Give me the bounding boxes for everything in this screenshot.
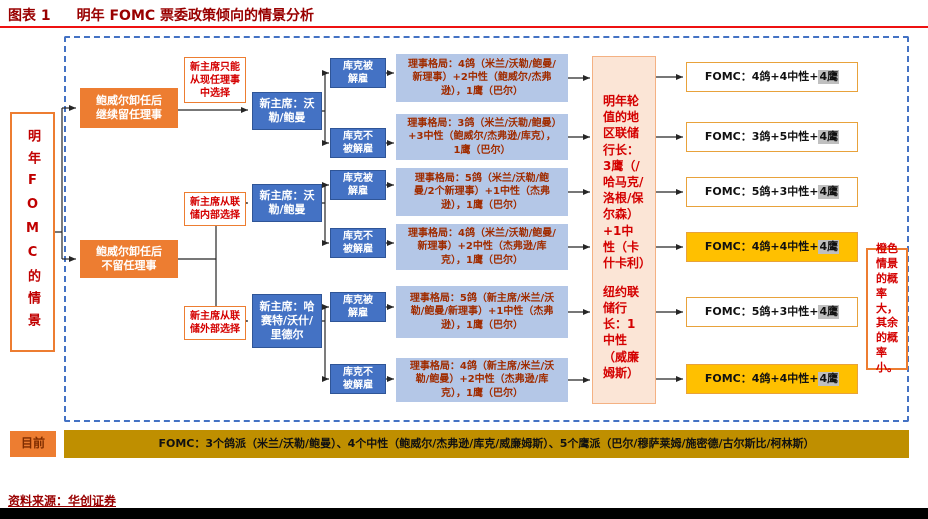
board-scenario-6: 理事格局：4鸽（新主席/米兰/沃勒/鲍曼）+2中性（杰弗逊/库克），1鹰（巴尔） <box>396 358 568 402</box>
source-note: 资料来源：华创证券 <box>8 494 117 508</box>
fomc-result-text: FOMC：5鸽+3中性+ <box>704 304 819 318</box>
fomc-result-5: FOMC：5鸽+3中性+4鹰 <box>686 297 858 327</box>
board-scenario-5: 理事格局：5鸽（新主席/米兰/沃勒/鲍曼/新理事）+1中性（杰弗逊），1鹰（巴尔… <box>396 286 568 338</box>
bottom-black-strip <box>0 508 928 519</box>
probability-note: 橙色情景的概率大，其余的概率小。 <box>866 242 908 374</box>
current-fomc-status-bar: FOMC：3个鸽派（米兰/沃勒/鲍曼）、4个中性（鲍威尔/杰弗逊/库克/威廉姆斯… <box>64 430 909 458</box>
title-rule <box>0 26 928 28</box>
hawk-count-chip: 4鹰 <box>818 69 840 85</box>
board-scenario-1: 理事格局：4鸽（米兰/沃勒/鲍曼/新理事）+2中性（鲍威尔/杰弗逊），1鹰（巴尔… <box>396 54 568 102</box>
fomc-result-text: FOMC：4鸽+4中性+ <box>704 239 819 253</box>
hawk-count-chip: 4鹰 <box>818 184 840 200</box>
new-york-fed-president: 纽约联储行长：1中性（威廉姆斯） <box>603 284 640 380</box>
fomc-result-text: FOMC：3鸽+5中性+ <box>704 129 819 143</box>
hawk-count-chip: 4鹰 <box>818 371 840 387</box>
branch-powell-leaves-board: 鲍威尔卸任后不留任理事 <box>80 240 178 278</box>
fomc-result-4-highlighted: FOMC：4鸽+4中性+4鹰 <box>686 232 858 262</box>
fomc-result-6-highlighted: FOMC：4鸽+4中性+4鹰 <box>686 364 858 394</box>
cook-not-fired-1: 库克不被解雇 <box>330 128 386 158</box>
chair-waller-bowman-2: 新主席：沃勒/鲍曼 <box>252 184 322 222</box>
regional-fed-box: 明年轮值的地区联储行长：3鹰（/哈马克/洛根/保尔森）+1中性（卡什卡利） 纽约… <box>592 56 656 404</box>
left-axis-label: 明年FOMC的情景 <box>10 112 55 352</box>
fomc-result-text: FOMC：5鸽+3中性+ <box>704 184 819 198</box>
figure-label: 图表 1 <box>8 8 51 24</box>
board-scenario-4: 理事格局：4鸽（米兰/沃勒/鲍曼/新理事）+2中性（杰弗逊/库克），1鹰（巴尔） <box>396 224 568 270</box>
fomc-result-1: FOMC：4鸽+4中性+4鹰 <box>686 62 858 92</box>
cook-fired-1: 库克被解雇 <box>330 58 386 88</box>
fomc-result-2: FOMC：3鸽+5中性+4鹰 <box>686 122 858 152</box>
fomc-result-text: FOMC：4鸽+4中性+ <box>704 371 819 385</box>
fomc-result-3: FOMC：5鸽+3中性+4鹰 <box>686 177 858 207</box>
figure-header: 图表 1 明年 FOMC 票委政策倾向的情景分析 <box>8 5 314 25</box>
hawk-count-chip: 4鹰 <box>818 129 840 145</box>
cook-not-fired-3: 库克不被解雇 <box>330 364 386 394</box>
figure-title: 明年 FOMC 票委政策倾向的情景分析 <box>76 8 315 24</box>
fomc-result-text: FOMC：4鸽+4中性+ <box>704 69 819 83</box>
cook-fired-2: 库克被解雇 <box>330 170 386 200</box>
selector-chair-external: 新主席从联储外部选择 <box>184 306 246 340</box>
chair-external-candidates: 新主席：哈赛特/沃什/里德尔 <box>252 294 322 348</box>
hawk-count-chip: 4鹰 <box>818 239 840 255</box>
selector-chair-from-current-directors: 新主席只能从现任理事中选择 <box>184 57 246 103</box>
selector-chair-internal: 新主席从联储内部选择 <box>184 192 246 226</box>
chair-waller-bowman-1: 新主席：沃勒/鲍曼 <box>252 92 322 130</box>
hawk-count-chip: 4鹰 <box>818 304 840 320</box>
branch-powell-stays-director: 鲍威尔卸任后继续留任理事 <box>80 88 178 128</box>
cook-not-fired-2: 库克不被解雇 <box>330 228 386 258</box>
cook-fired-3: 库克被解雇 <box>330 292 386 322</box>
board-scenario-2: 理事格局：3鸽（米兰/沃勒/鲍曼）+3中性（鲍威尔/杰弗逊/库克），1鹰（巴尔） <box>396 114 568 160</box>
scenario-dashed-frame <box>64 36 909 422</box>
board-scenario-3: 理事格局：5鸽（米兰/沃勒/鲍曼/2个新理事）+1中性（杰弗逊），1鹰（巴尔） <box>396 168 568 216</box>
rotating-regional-presidents: 明年轮值的地区联储行长：3鹰（/哈马克/洛根/保尔森）+1中性（卡什卡利） <box>603 94 652 270</box>
current-label: 目前 <box>10 431 56 457</box>
